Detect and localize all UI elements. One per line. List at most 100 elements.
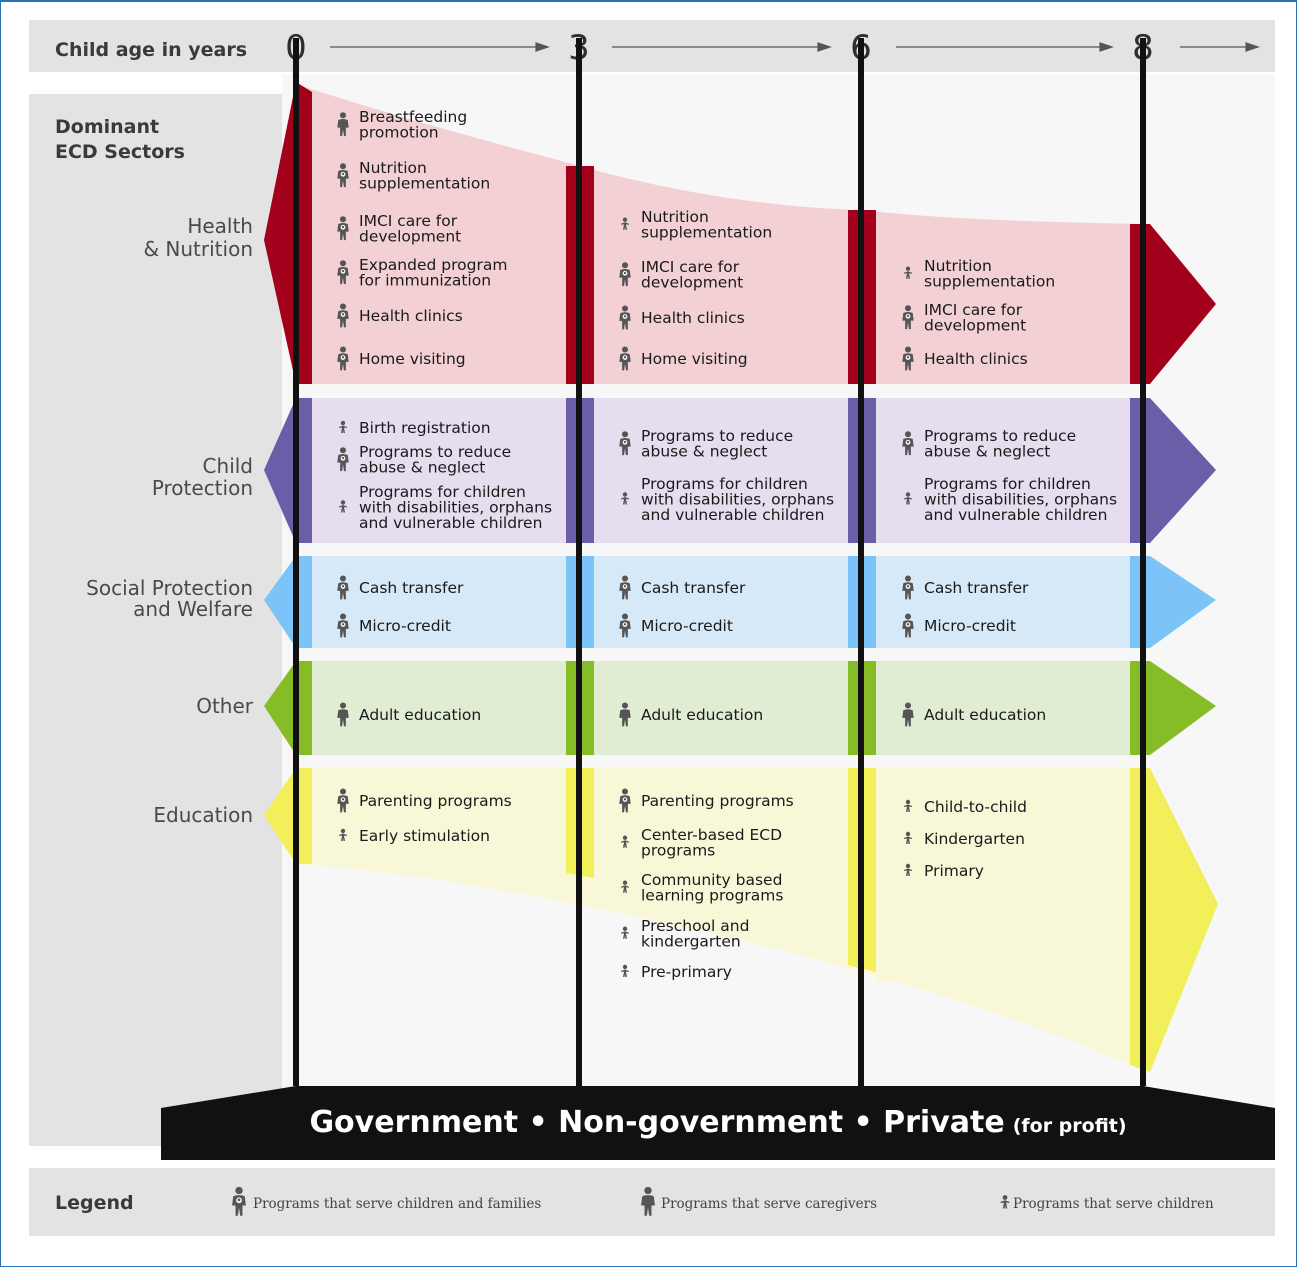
sectors-sidebar [29, 94, 282, 1146]
program-label: Cash transfer [641, 579, 746, 597]
family-icon [902, 575, 914, 600]
family-icon [337, 613, 349, 638]
legend-caregiver-text: Programs that serve caregivers [661, 1196, 877, 1212]
program-label: Parenting programs [641, 792, 794, 810]
program-item: Pre-primary [621, 963, 732, 981]
program-item: Health clinics [619, 305, 745, 330]
family-icon [902, 346, 914, 371]
program-item: Birth registration [339, 419, 491, 437]
family-icon [337, 447, 349, 472]
funding-sub: (for profit) [1013, 1115, 1127, 1137]
program-label-line: supplementation [924, 273, 1055, 291]
program-label: Adult education [359, 706, 481, 724]
family-icon [337, 788, 349, 813]
program-label-line: Micro-credit [924, 617, 1016, 635]
program-label-line: Home visiting [359, 350, 466, 368]
program-label: Birth registration [359, 419, 491, 437]
program-item: Home visiting [337, 346, 466, 371]
family-icon [337, 303, 349, 328]
program-label-line: development [924, 317, 1026, 335]
program-label-line: learning programs [641, 887, 783, 905]
family-icon [337, 575, 349, 600]
age-lines [293, 38, 1146, 1086]
program-label-line: Programs for children [641, 475, 808, 493]
program-label: Primary [924, 862, 984, 880]
program-label-line: abuse & neglect [359, 459, 485, 477]
child-icon [621, 492, 629, 505]
program-label-line: and vulnerable children [359, 514, 542, 532]
sidebar-title-line1: Dominant [55, 116, 159, 138]
program-item: Micro-credit [337, 613, 451, 638]
family-icon [619, 431, 631, 456]
child-icon [621, 926, 629, 939]
program-label-line: development [641, 274, 743, 292]
child-icon [1000, 1195, 1010, 1209]
program-label-line: Health clinics [359, 307, 463, 325]
age-axis-label: Child age in years [55, 39, 247, 61]
program-label: Health clinics [359, 307, 463, 325]
program-item: Adult education [337, 702, 481, 727]
child-icon [904, 266, 912, 279]
program-label-line: Parenting programs [641, 792, 794, 810]
family-icon [902, 305, 914, 330]
program-label-line: Child-to-child [924, 798, 1027, 816]
social-band [264, 556, 1216, 648]
program-label-line: Cash transfer [641, 579, 746, 597]
program-label-line: Health clinics [924, 350, 1028, 368]
program-item: Health clinics [902, 346, 1028, 371]
program-label-line: with disabilities, orphans [641, 491, 834, 509]
program-label: Early stimulation [359, 827, 490, 845]
child-icon [621, 835, 629, 848]
program-item: Micro-credit [902, 613, 1016, 638]
child-icon [904, 831, 912, 844]
program-label-line: Nutrition [359, 159, 427, 177]
sector-protection-line1: Child [203, 454, 253, 478]
family-icon [619, 788, 631, 813]
program-label-line: Programs for children [359, 483, 526, 501]
program-label-line: for immunization [359, 272, 491, 290]
program-label-line: Preschool and [641, 917, 749, 935]
program-label-line: Programs to reduce [641, 427, 793, 445]
education-band [264, 768, 1218, 1072]
program-label-line: Parenting programs [359, 792, 512, 810]
family-icon [619, 305, 631, 330]
program-label-line: IMCI care for [359, 212, 458, 230]
program-item: Child-to-child [904, 798, 1027, 816]
program-label-line: Home visiting [641, 350, 748, 368]
program-label-line: programs [641, 842, 715, 860]
program-label-line: Micro-credit [641, 617, 733, 635]
program-label-line: Early stimulation [359, 827, 490, 845]
program-item: Parenting programs [619, 788, 794, 813]
program-label-line: Cash transfer [924, 579, 1029, 597]
sector-social-line1: Social Protection [86, 576, 253, 600]
sector-protection-line2: Protection [152, 476, 253, 500]
program-label-line: Adult education [359, 706, 481, 724]
program-label: Cash transfer [359, 579, 464, 597]
program-label-line: supplementation [359, 175, 490, 193]
program-label-line: Adult education [641, 706, 763, 724]
funding-banner-text: Government • Non-government • Private(fo… [309, 1105, 1126, 1140]
program-label-line: IMCI care for [641, 258, 740, 276]
family-icon [337, 216, 349, 241]
sector-social-line2: and Welfare [133, 597, 253, 621]
